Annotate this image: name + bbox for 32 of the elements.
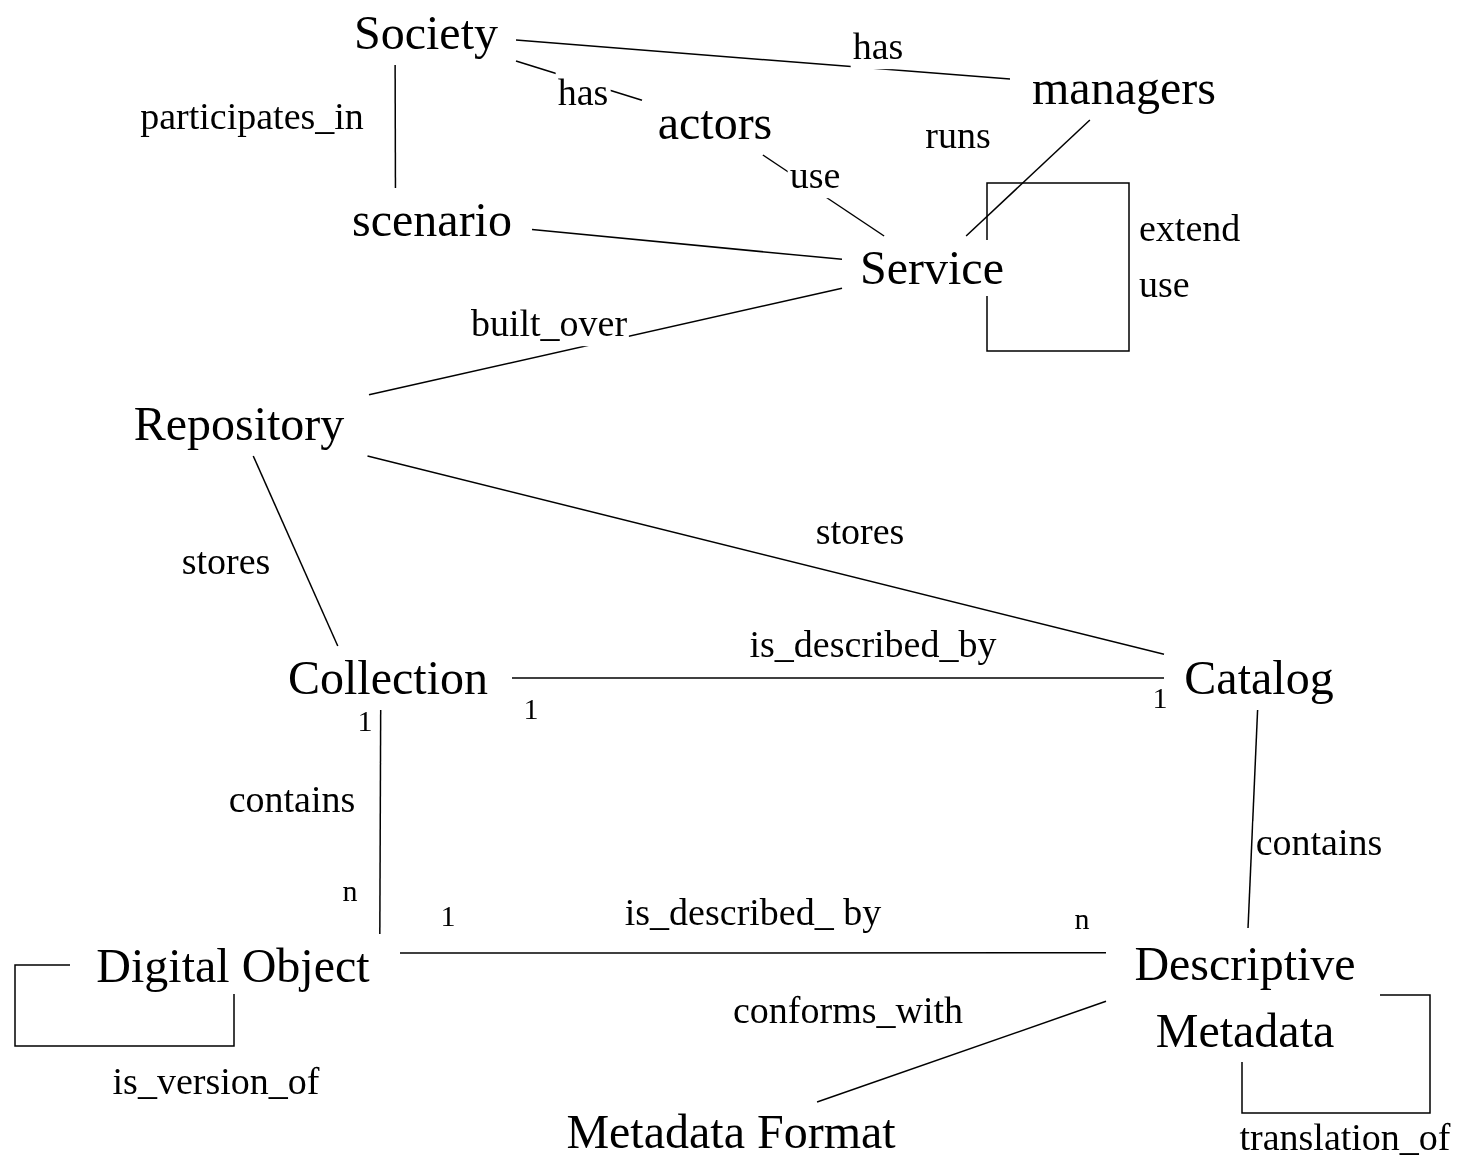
entity-label: Repository xyxy=(113,396,365,452)
entity-label: Society xyxy=(340,5,512,61)
cardinality-label: n xyxy=(342,873,358,907)
connector-line xyxy=(399,952,1107,954)
entity-label: Service xyxy=(846,240,1018,296)
connector-line xyxy=(368,287,843,396)
entity-label: managers xyxy=(1014,60,1234,116)
connector-line xyxy=(1247,709,1259,929)
connector-line xyxy=(379,709,382,935)
connector-line xyxy=(515,39,1011,80)
cardinality-label: 1 xyxy=(440,898,456,932)
entity-label: scenario xyxy=(336,192,528,248)
connector-line xyxy=(14,964,235,1047)
connector-line xyxy=(394,64,397,189)
entity-label: Metadata Format xyxy=(536,1106,926,1158)
cardinality-label: n xyxy=(1074,901,1090,935)
cardinality-label: 1 xyxy=(523,691,539,725)
entity-label: actors xyxy=(646,95,784,151)
entity-label: Catalog xyxy=(1168,650,1350,706)
connector-line xyxy=(1241,994,1431,1114)
entity-label: Descriptive Metadata xyxy=(1110,932,1380,1062)
connector-line xyxy=(531,228,843,261)
connector-line xyxy=(511,677,1165,679)
entity-label: Collection xyxy=(268,650,508,706)
connector-line xyxy=(252,455,339,647)
connector-line xyxy=(816,1000,1107,1103)
cardinality-label: 1 xyxy=(1152,680,1168,714)
connector-line xyxy=(366,455,1165,656)
connector-line xyxy=(986,182,1130,352)
cardinality-label: 1 xyxy=(357,703,373,737)
entity-label: Digital Object xyxy=(70,938,396,994)
connector-line xyxy=(965,119,1091,237)
